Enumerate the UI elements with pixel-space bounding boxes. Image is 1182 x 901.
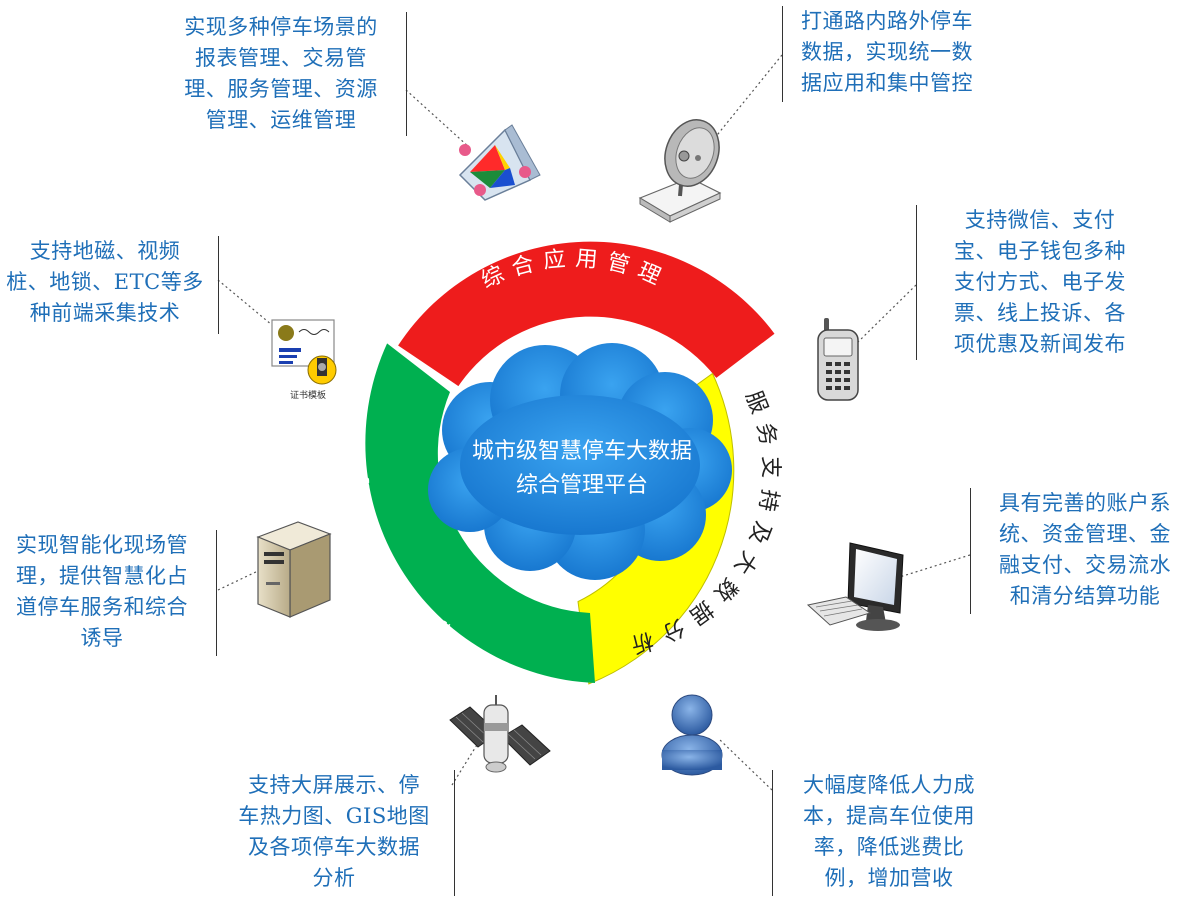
mobile-phone-icon [817, 318, 859, 401]
user-icon [661, 694, 723, 776]
callout-left-middle: 实现智能化现场管 理，提供智慧化占 道停车服务和综合 诱导 [2, 530, 217, 656]
prism-icon [458, 124, 541, 201]
satellite-icon [449, 695, 551, 773]
cloud-shape [428, 343, 732, 580]
callout-top-right: 打通路内路外停车 数据，实现统一数 据应用和集中管控 [782, 6, 1011, 102]
satellite-dish-icon [638, 119, 722, 223]
callout-top-left: 实现多种停车场景的 报表管理、交易管 理、服务管理、资源 管理、运维管理 [170, 12, 407, 136]
callout-bottom-left: 支持大屏展示、停 车热力图、GIS地图 及各项停车大数据 分析 [228, 770, 455, 896]
certificate-caption: 证书模板 [290, 389, 326, 401]
server-icon [256, 521, 332, 618]
computer-icon [806, 542, 904, 631]
callout-left-upper: 支持地磁、视频 桩、地锁、ETC等多 种前端采集技术 [6, 236, 219, 334]
callout-right-middle: 具有完善的账户系 统、资金管理、金 融支付、交易流水 和清分结算功能 [970, 488, 1181, 614]
center-title: 城市级智慧停车大数据 综合管理平台 [432, 435, 732, 503]
ring-segment-red [398, 241, 775, 387]
callout-bottom-right: 大幅度降低人力成 本，提高车位使用 率，降低逃费比 例，增加营收 [772, 770, 987, 896]
center-title-line-2: 综合管理平台 [515, 473, 648, 498]
leader-lines [217, 54, 971, 791]
callout-right-upper: 支持微信、支付 宝、电子钱包多种 支付方式、电子发 票、线上投诉、各 项优惠及新… [916, 205, 1145, 360]
ring-segment-green [365, 343, 595, 683]
certificate-template-icon [271, 319, 337, 385]
center-title-line-1: 城市级智慧停车大数据 [471, 439, 692, 464]
